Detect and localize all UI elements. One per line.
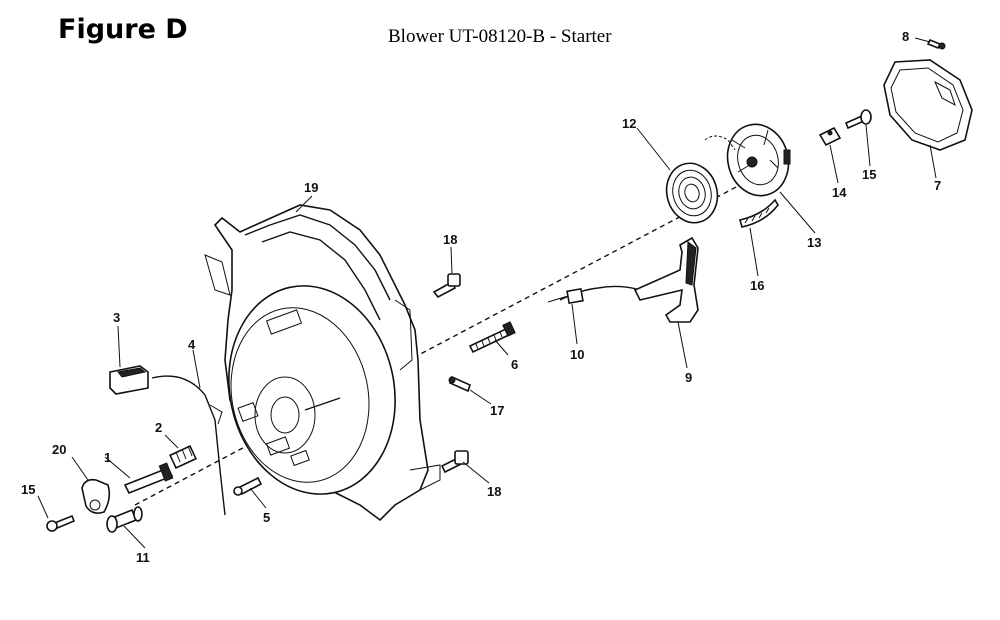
part-4-rod <box>151 375 226 516</box>
part-6-bolt <box>468 321 516 354</box>
callout-14: 14 <box>832 185 847 200</box>
part-2-spring <box>169 444 197 470</box>
callout-11: 11 <box>136 550 150 565</box>
part-7-cover-plate <box>883 59 973 151</box>
part-18-bolt-lower <box>440 450 469 474</box>
callout-10: 10 <box>570 347 584 362</box>
part-11-bolt <box>106 506 143 533</box>
part-10-rope <box>547 285 641 305</box>
callout-13: 13 <box>807 235 821 250</box>
part-16-rope-guide <box>738 198 779 228</box>
assembly-axis-line <box>134 184 741 506</box>
leader-lines <box>37 37 937 549</box>
part-15-screw-right <box>844 109 872 130</box>
callout-3: 3 <box>113 310 120 325</box>
callout-17: 17 <box>490 403 504 418</box>
callout-5: 5 <box>263 510 270 525</box>
callout-6: 6 <box>511 357 518 372</box>
part-12-recoil-spring <box>665 162 719 224</box>
part-20-lever <box>81 478 111 514</box>
callout-12: 12 <box>622 116 636 131</box>
callout-18-lower: 18 <box>487 484 501 499</box>
callout-labels: 1 2 3 4 5 6 7 8 9 10 11 12 13 14 15 15 1… <box>21 29 941 565</box>
part-9-handle <box>633 236 699 323</box>
callout-15-right: 15 <box>862 167 876 182</box>
callout-15-left: 15 <box>21 482 35 497</box>
callout-2: 2 <box>155 420 162 435</box>
part-5-screw <box>233 476 263 496</box>
callout-8: 8 <box>902 29 909 44</box>
callout-18-upper: 18 <box>443 232 457 247</box>
part-17-screw <box>448 375 471 393</box>
callout-16: 16 <box>750 278 764 293</box>
part-3-block <box>109 365 149 395</box>
callout-4: 4 <box>188 337 196 352</box>
part-13-pulley <box>704 123 791 197</box>
callout-20: 20 <box>52 442 66 457</box>
callout-19: 19 <box>304 180 318 195</box>
part-18-bolt-upper <box>432 273 461 299</box>
part-15-screw-left <box>46 514 76 532</box>
figure-label: Figure D <box>58 14 188 45</box>
part-8-screw <box>926 38 946 50</box>
part-19-blower-housing <box>204 204 441 522</box>
callout-9: 9 <box>685 370 692 385</box>
part-14-pawl <box>818 126 842 147</box>
callout-1: 1 <box>104 450 111 465</box>
part-1-pin <box>123 462 174 495</box>
callout-7: 7 <box>934 178 941 193</box>
diagram-title: Blower UT-08120-B - Starter <box>388 26 612 47</box>
